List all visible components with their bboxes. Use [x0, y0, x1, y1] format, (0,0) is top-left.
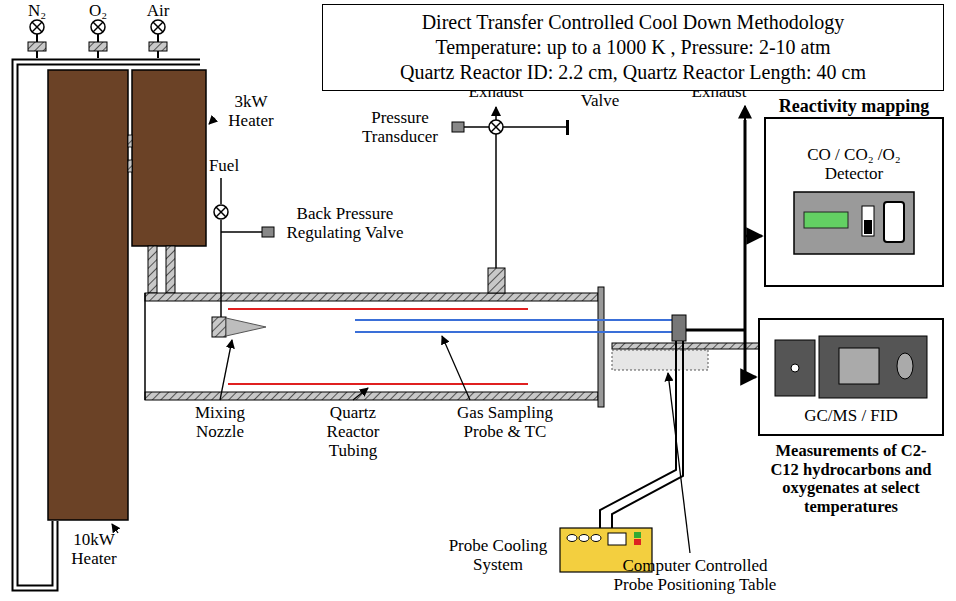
leader-line: [442, 336, 470, 400]
exhaust-port: [464, 126, 489, 128]
sampling-probe: [672, 315, 686, 341]
heater: [48, 70, 128, 520]
gas-supply-pipe: [28, 42, 46, 51]
exhaust-port: [495, 107, 497, 120]
fuel-line: [262, 227, 274, 237]
box-caption: Measurements of C2-C12 hydrocarbons and …: [766, 442, 936, 518]
cooling-line: [612, 341, 683, 528]
gas-name: N₂: [20, 1, 54, 20]
quartz-tube: [228, 383, 528, 385]
gas-supply-pipe: [89, 42, 107, 51]
exhaust-port: [566, 120, 569, 135]
detector-frame: CO / CO₂ /O₂ Detector: [764, 117, 944, 287]
device-name: CO / CO₂ /O₂ Detector: [798, 145, 910, 184]
gas-name: O₂: [81, 1, 115, 20]
fuel-line: [220, 178, 222, 204]
reactor-housing: [145, 293, 598, 301]
gas-valve: [30, 20, 44, 34]
part-name: Pressure Transducer: [352, 108, 448, 146]
part-name: Gas Sampling Probe & TC: [440, 403, 570, 441]
analyzer-box: GC/MS / FID Measurements of C2-C12 hydroc…: [758, 318, 944, 517]
part-name: Computer Controlled Probe Positioning Ta…: [606, 556, 784, 594]
fuel-line: [221, 231, 262, 233]
leader-line: [112, 118, 690, 553]
leader-line: [220, 340, 232, 400]
quartz-tube: [228, 308, 528, 310]
mixing-nozzle: [212, 317, 226, 337]
probe-cooling-system: [579, 535, 589, 542]
detector-device: [792, 190, 916, 256]
reactor-housing: [145, 392, 598, 400]
probe-cooling-system: [634, 532, 641, 538]
device-name: GC/MS / FID: [768, 406, 934, 426]
probe-cooling-system: [591, 535, 601, 542]
gas-name: Air: [138, 1, 178, 20]
probe-cooling-system: [634, 539, 641, 545]
sample-transfer-line: [744, 106, 746, 122]
leader-line: [353, 388, 368, 400]
probe-cooling-system: [608, 533, 626, 545]
reactor-housing: [144, 293, 146, 400]
exhaust-port: [452, 122, 464, 132]
part-name: Mixing Nozzle: [188, 403, 252, 441]
heater: [148, 246, 157, 293]
fuel-line: [214, 205, 228, 219]
sampling-probe: [355, 315, 686, 341]
cooling-line: [600, 341, 683, 528]
info-box: Direct Transfer Controlled Cool Down Met…: [322, 4, 944, 91]
heater: [128, 135, 132, 147]
fuel-line: [220, 220, 222, 317]
positioning-table: [612, 350, 708, 370]
sample-transfer-line: [745, 235, 762, 238]
part-name: 10kW Heater: [64, 530, 124, 568]
gas-valve: [30, 20, 165, 34]
analyzer-frame: GC/MS / FID: [758, 318, 944, 436]
reactor-housing: [598, 287, 604, 407]
leader-line: [668, 373, 690, 553]
positioning-table: [612, 343, 760, 349]
gas-valve: [91, 20, 105, 34]
exhaust-port: [452, 107, 569, 293]
sample-transfer-line: [744, 120, 747, 379]
fuel-line: [214, 178, 274, 317]
positioning-table: [612, 343, 760, 370]
sample-transfer-line: [686, 329, 745, 332]
box-text: Temperature: up to a 1000 K , Pressure: …: [331, 35, 935, 60]
box-text: Quartz Reactor ID: 2.2 cm, Quartz Reacto…: [331, 60, 935, 85]
heater: [128, 160, 132, 172]
reactor-housing: [145, 287, 604, 407]
exhaust-port: [495, 134, 497, 268]
sampling-probe: [355, 331, 672, 333]
part-name: Back Pressure Regulating Valve: [280, 204, 410, 242]
probe-cooling-system: [567, 535, 577, 542]
part-name: 3kW Heater: [216, 92, 286, 130]
part-name: Probe Cooling System: [442, 536, 554, 574]
sample-transfer-line: [686, 106, 762, 379]
gas-valve: [151, 20, 165, 34]
leader-line: [209, 118, 215, 124]
exhaust-port: [488, 268, 505, 293]
heater: [132, 70, 206, 246]
heater: [166, 246, 175, 293]
analyzer-device: [773, 334, 929, 400]
part-name: Fuel: [204, 156, 244, 175]
box-text: Direct Transfer Controlled Cool Down Met…: [331, 10, 935, 35]
box-heading: Reactivity mapping: [764, 96, 944, 117]
gas-supply-pipe: [149, 42, 167, 51]
detector-box: Reactivity mapping CO / CO₂ /O₂ Detector: [764, 96, 944, 287]
mixing-nozzle: [226, 318, 266, 336]
sample-transfer-line: [745, 376, 756, 379]
exhaust-port: [503, 126, 566, 128]
mixing-nozzle: [212, 317, 266, 337]
exhaust-port: [489, 120, 503, 134]
part-name: Quartz Reactor Tubing: [318, 403, 388, 460]
sampling-probe: [355, 319, 672, 321]
